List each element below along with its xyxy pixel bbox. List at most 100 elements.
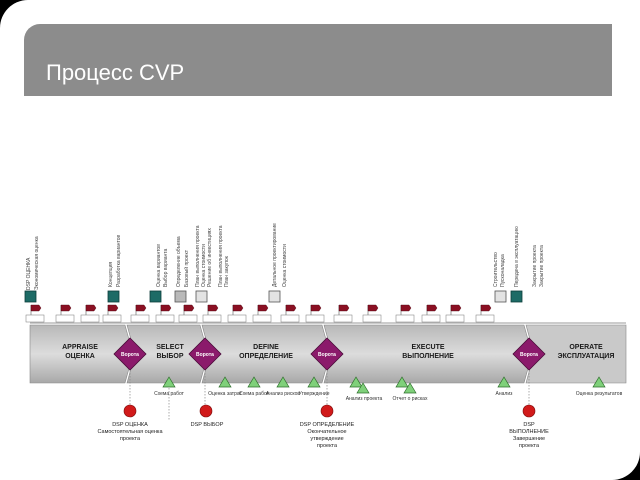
triangle-marker [307, 376, 321, 388]
triangle-marker [349, 376, 363, 388]
dsp-caption-line: DSP ОЦЕНКА [112, 422, 148, 428]
triangle-label: Анализ [496, 391, 514, 397]
vertical-label: Концепция [108, 262, 114, 287]
vertical-label: План закупок [224, 255, 230, 287]
milestone-flag [202, 304, 222, 323]
marker-teal [24, 290, 37, 303]
dsp-caption-line: ВЫПОЛНЕНИЕ [509, 429, 549, 435]
dsp-caption-line: проекта [317, 443, 338, 449]
dsp-dot [522, 404, 536, 418]
dsp-caption-line: DSP [523, 422, 535, 428]
phase-select-ru: ВЫБОР [156, 353, 183, 360]
phase-define-en: DEFINE [253, 344, 279, 351]
vertical-label: План выполнения проекта [218, 225, 224, 287]
phase-appraise-ru: ОЦЕНКА [65, 353, 95, 360]
title-bar: Процесс CVP [24, 24, 612, 96]
dsp-dot [123, 404, 137, 418]
gates: Ворота Ворота Ворота Ворота [113, 337, 546, 371]
vertical-label: Строительство [493, 252, 499, 287]
milestone-flag [445, 304, 465, 323]
milestone-flag [25, 304, 45, 323]
triangle-label: Оценка результатов [576, 391, 623, 397]
dsp-caption-line: Окончательное [307, 429, 346, 435]
gate-label: Ворота [520, 352, 538, 358]
vertical-label: План выполнения проекта [195, 225, 201, 287]
milestone-flag [333, 304, 353, 323]
slide-corner-top-left [0, 0, 28, 28]
dsp-caption-line: DSP ОПРЕДЕЛЕНИЕ [300, 422, 355, 428]
vertical-label: Оценка стоимости [201, 244, 207, 287]
dsp-dots [123, 404, 536, 418]
triangle-label: Отчет о рисках [393, 396, 428, 402]
milestone-flag [362, 304, 382, 323]
gate-connectors [129, 370, 530, 420]
triangle-label: Оценка затрат [208, 391, 242, 397]
milestone-flag [55, 304, 75, 323]
vertical-label: Оценка вариантов [156, 244, 162, 287]
milestone-flag [227, 304, 247, 323]
vertical-label: Решение об инвестициях [207, 228, 213, 287]
gate-label: Ворота [121, 352, 139, 358]
milestone-flag [155, 304, 175, 323]
dsp-caption-line: утверждение [310, 436, 343, 442]
marker-teal [510, 290, 523, 303]
vertical-label: Разработка вариантов [116, 234, 122, 287]
milestone-flags [25, 304, 495, 323]
deliverable-markers [24, 290, 523, 303]
triangle-label: Утверждение [298, 391, 329, 397]
dsp-caption-line: Самостоятельная оценка [97, 429, 163, 435]
triangle-marker [276, 376, 290, 388]
phase-execute-en: EXECUTE [411, 344, 444, 351]
vertical-label: Передача в эксплуатацию [514, 226, 520, 287]
triangle-marker [162, 376, 176, 388]
page-title: Процесс CVP [46, 60, 185, 85]
phase-band: APPRAISE ОЦЕНКА SELECT ВЫБОР DEFINE ОПРЕ… [29, 324, 627, 384]
milestone-flag [475, 304, 495, 323]
triangle-label: Анализ рисков [266, 391, 300, 397]
gate-label: Ворота [196, 352, 214, 358]
milestone-flag [130, 304, 150, 323]
vertical-label: Оценка стоимости [282, 244, 288, 287]
marker-teal [149, 290, 162, 303]
triangle-label: Анализ проекта [346, 396, 383, 402]
marker-grey [195, 290, 208, 303]
triangle-marker [395, 376, 409, 388]
phase-appraise-en: APPRAISE [62, 344, 98, 351]
triangle-marker [218, 376, 232, 388]
dsp-caption-line: DSP ВЫБОР [191, 422, 224, 428]
dsp-dot [199, 404, 213, 418]
dsp-caption-line: Завершение [513, 436, 545, 442]
phase-operate-ru: ЭКСПЛУАТАЦИЯ [558, 353, 615, 360]
vertical-label: Определение объема [176, 236, 182, 287]
triangles [162, 376, 606, 394]
triangle-marker [403, 382, 417, 394]
milestone-flag [395, 304, 415, 323]
vertical-label: Закрытие проекта [539, 245, 545, 287]
milestone-flag [305, 304, 325, 323]
triangle-marker [247, 376, 261, 388]
phase-execute-ru: ВЫПОЛНЕНИЕ [402, 353, 454, 360]
dsp-caption-line: проекта [120, 436, 141, 442]
milestone-flag [280, 304, 300, 323]
phase-operate-en: OPERATE [569, 344, 603, 351]
triangle-label: Схема работ [239, 391, 270, 397]
triangle-marker [592, 376, 606, 388]
vertical-label: Экономическая оценка [34, 236, 40, 290]
dsp-captions: DSP ОЦЕНКА Самостоятельная оценка проект… [97, 422, 549, 449]
milestone-flag [178, 304, 198, 323]
vertical-label: DSP ОЦЕНКА [26, 257, 32, 290]
gate-label: Ворота [318, 352, 336, 358]
dsp-caption-line: проекта [519, 443, 540, 449]
vertical-label: Базовый проект [183, 249, 190, 287]
vertical-label: Детальное проектирование [272, 223, 278, 287]
milestone-flag [80, 304, 100, 323]
triangle-marker [497, 376, 511, 388]
milestone-flag [421, 304, 441, 323]
vertical-label: Пусконаладка [500, 254, 506, 287]
phase-select-en: SELECT [156, 344, 184, 351]
triangle-marker [356, 382, 370, 394]
vertical-label: Выбор варианта [163, 249, 169, 287]
phase-define-ru: ОПРЕДЕЛЕНИЕ [239, 353, 293, 360]
triangle-label: Схема работ [154, 391, 185, 397]
